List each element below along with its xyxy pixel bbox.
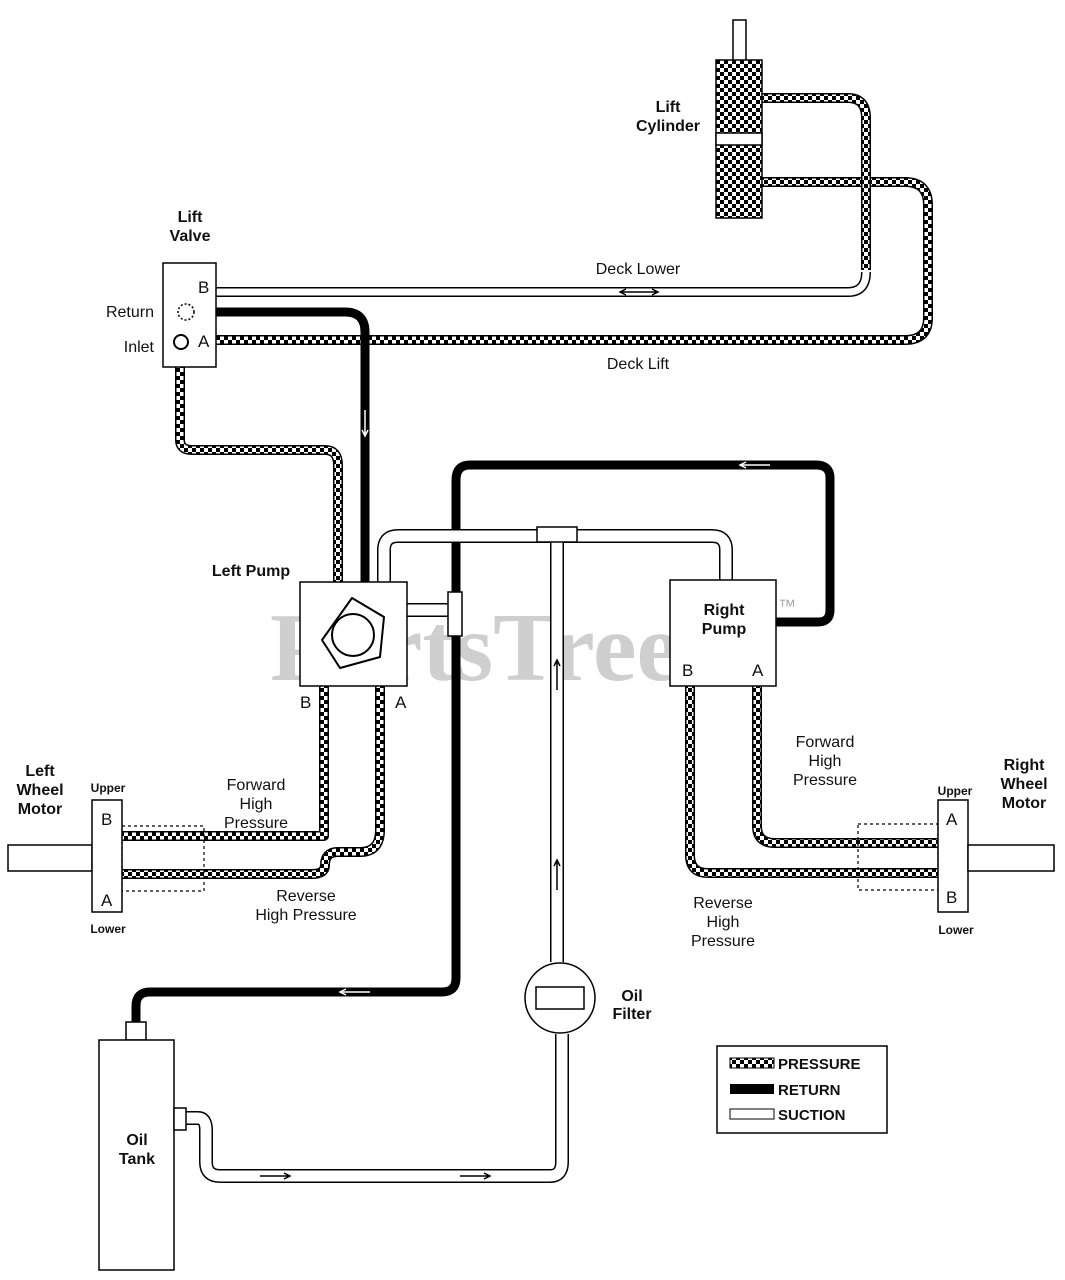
right-pump: Right Pump B A xyxy=(669,579,777,687)
deck-lower-label: Deck Lower xyxy=(596,261,681,278)
left-motor-port-a: A xyxy=(101,891,113,910)
pressure-line-left-forward xyxy=(112,686,329,841)
arrow-return-tank xyxy=(338,988,370,996)
return-line-right-pump-to-tank xyxy=(131,460,835,1026)
right-motor-label-1: Right xyxy=(1004,757,1046,774)
left-pump-port-a: A xyxy=(395,693,407,712)
return-port-icon xyxy=(177,303,195,321)
arrow-deck-lower xyxy=(618,288,660,296)
right-pump-body xyxy=(669,579,777,687)
arrow-return-top xyxy=(738,461,770,469)
lift-cylinder-label-1: Lift xyxy=(656,99,682,116)
right-upper-label: Upper xyxy=(938,784,973,798)
right-reverse-label-1: Reverse xyxy=(693,895,753,912)
left-reverse-label-2: High Pressure xyxy=(255,907,356,924)
suction-line-tank-to-filter xyxy=(180,1034,569,1183)
right-reverse-label-2: High xyxy=(707,914,740,931)
legend-suction-swatch xyxy=(729,1108,775,1120)
pressure-line-valve-inlet xyxy=(175,343,343,582)
left-forward-label-1: Forward xyxy=(227,777,286,794)
left-upper-label: Upper xyxy=(91,781,126,795)
valve-port-a: A xyxy=(198,332,210,351)
right-motor-label-3: Motor xyxy=(1002,795,1046,812)
oil-tank-label-2: Tank xyxy=(119,1151,155,1168)
right-motor-shaft xyxy=(967,844,1055,872)
legend-return-swatch xyxy=(730,1084,774,1094)
inlet-label: Inlet xyxy=(124,339,155,356)
oil-filter-label-2: Filter xyxy=(612,1006,651,1023)
legend-pressure-swatch xyxy=(729,1057,775,1069)
left-motor-label-2: Wheel xyxy=(16,782,63,799)
oil-tank-label-1: Oil xyxy=(126,1132,147,1149)
right-reverse-label-3: Pressure xyxy=(691,933,755,950)
oil-filter-element xyxy=(535,986,585,1010)
left-pump-label: Left Pump xyxy=(212,563,290,580)
legend-return-label: RETURN xyxy=(778,1082,841,1099)
cylinder-piston xyxy=(715,132,763,146)
oil-tank-body xyxy=(98,1039,175,1271)
pressure-lines xyxy=(112,93,952,879)
left-forward-label-3: Pressure xyxy=(224,815,288,832)
return-line-valve-to-pump xyxy=(214,307,370,582)
right-pump-port-a: A xyxy=(752,661,764,680)
oil-tank: Oil Tank xyxy=(98,1021,187,1271)
return-lines xyxy=(131,307,835,1026)
left-lower-label: Lower xyxy=(90,922,126,936)
lift-cylinder-label-2: Cylinder xyxy=(636,118,700,135)
right-motor-body xyxy=(937,799,969,913)
arrow-suction-bottom-2 xyxy=(460,1172,492,1180)
legend-suction-label: SUCTION xyxy=(778,1107,846,1124)
arrow-suction-filter-2 xyxy=(553,858,561,890)
lift-valve-label-2: Valve xyxy=(170,228,211,245)
legend: PRESSURE RETURN SUCTION xyxy=(716,1045,888,1134)
arrow-suction-bottom xyxy=(260,1172,292,1180)
left-pump-port-b: B xyxy=(300,693,311,712)
cylinder-rod xyxy=(732,19,747,63)
left-forward-label-2: High xyxy=(240,796,273,813)
left-motor-label-3: Motor xyxy=(18,801,62,818)
right-pump-port-b: B xyxy=(682,661,693,680)
left-pump-tee xyxy=(447,591,463,637)
lift-valve: B A Lift Valve Return Inlet xyxy=(106,209,217,368)
oil-tank-outlet xyxy=(173,1107,187,1131)
oil-tank-neck xyxy=(125,1021,147,1041)
arrow-suction-filter xyxy=(553,658,561,690)
right-forward-label-3: Pressure xyxy=(793,772,857,789)
left-reverse-label-1: Reverse xyxy=(276,888,336,905)
inlet-port-icon xyxy=(173,334,189,350)
right-motor-label-2: Wheel xyxy=(1000,776,1047,793)
deck-lift-label: Deck Lift xyxy=(607,356,670,373)
lift-valve-label-1: Lift xyxy=(178,209,204,226)
valve-port-b: B xyxy=(198,278,209,297)
oil-filter-label-1: Oil xyxy=(621,988,642,1005)
left-motor-shaft xyxy=(7,844,93,872)
left-motor-label-1: Left xyxy=(25,763,55,780)
right-forward-label-2: High xyxy=(809,753,842,770)
left-pump: Left Pump B A xyxy=(212,563,463,712)
right-pump-label-1: Right xyxy=(704,602,746,619)
suction-tee xyxy=(536,526,578,543)
legend-pressure-label: PRESSURE xyxy=(778,1056,861,1073)
suction-lines xyxy=(180,271,871,1183)
flow-arrows xyxy=(260,288,770,1180)
right-forward-label-1: Forward xyxy=(796,734,855,751)
left-wheel-motor: B A Left Wheel Motor Upper Lower xyxy=(7,763,205,936)
oil-filter: Oil Filter xyxy=(524,962,652,1034)
pressure-line-right-forward xyxy=(752,686,952,848)
right-lower-label: Lower xyxy=(938,923,974,937)
lift-cylinder: Lift Cylinder xyxy=(636,19,763,219)
return-label: Return xyxy=(106,304,154,321)
left-motor-port-b: B xyxy=(101,810,112,829)
right-pump-label-2: Pump xyxy=(702,621,747,638)
right-motor-port-b: B xyxy=(946,888,957,907)
svg-text:™: ™ xyxy=(778,596,796,616)
right-motor-port-a: A xyxy=(946,810,958,829)
arrow-return-up xyxy=(361,410,369,438)
right-wheel-motor: A B Right Wheel Motor Upper Lower xyxy=(857,757,1055,937)
